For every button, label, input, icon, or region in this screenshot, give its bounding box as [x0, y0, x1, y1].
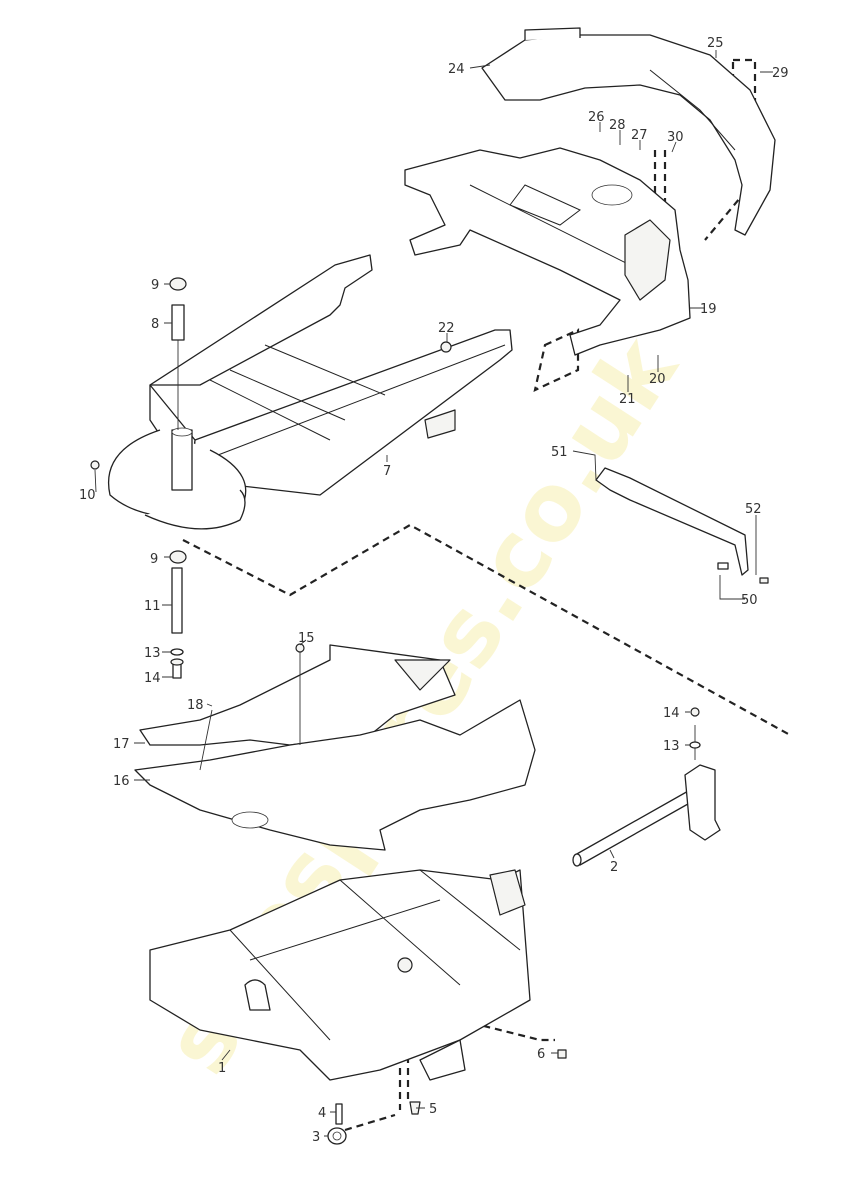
callout-leaders [94, 50, 773, 1137]
callout-9-upper: 9 [151, 278, 159, 293]
callout-3: 3 [312, 1130, 320, 1145]
part-19-rear-plate [404, 147, 691, 356]
callout-19: 19 [700, 302, 717, 317]
callout-2: 2 [610, 860, 618, 875]
part-24-rear-bumper [481, 27, 776, 236]
callout-13-right: 13 [663, 739, 680, 754]
callout-21: 21 [619, 392, 636, 407]
part-1-front-frame [149, 869, 567, 1145]
callout-16: 16 [113, 774, 130, 789]
callout-27: 27 [631, 128, 648, 143]
callout-24: 24 [448, 62, 465, 77]
callout-29: 29 [772, 66, 789, 81]
callout-14-right: 14 [663, 706, 680, 721]
callout-30: 30 [667, 130, 684, 145]
part-51-bracket [595, 467, 769, 584]
callout-17: 17 [113, 737, 130, 752]
callout-4: 4 [318, 1106, 326, 1121]
callout-20: 20 [649, 372, 666, 387]
callout-10: 10 [79, 488, 96, 503]
callout-52: 52 [745, 502, 762, 517]
callout-7: 7 [383, 464, 391, 479]
callout-9-lower: 9 [150, 552, 158, 567]
callout-15: 15 [298, 631, 315, 646]
part-7-rear-frame [108, 254, 513, 530]
callout-11: 11 [144, 599, 161, 614]
callout-25: 25 [707, 36, 724, 51]
callout-6: 6 [537, 1047, 545, 1062]
callout-1: 1 [218, 1061, 226, 1076]
callout-8: 8 [151, 317, 159, 332]
callout-26: 26 [588, 110, 605, 125]
callout-50: 50 [741, 593, 758, 608]
part-2-front-axle [572, 707, 721, 867]
part-16-17-floor-plates [134, 643, 536, 851]
callout-22: 22 [438, 321, 455, 336]
callout-13-left: 13 [144, 646, 161, 661]
callout-28: 28 [609, 118, 626, 133]
callout-18: 18 [187, 698, 204, 713]
pivot-fasteners [90, 277, 452, 679]
callout-51: 51 [551, 445, 568, 460]
callout-5: 5 [429, 1102, 437, 1117]
callout-14-left: 14 [144, 671, 161, 686]
callout-labels: 24 25 29 26 28 27 30 19 22 9 8 20 21 10 … [79, 36, 789, 1145]
